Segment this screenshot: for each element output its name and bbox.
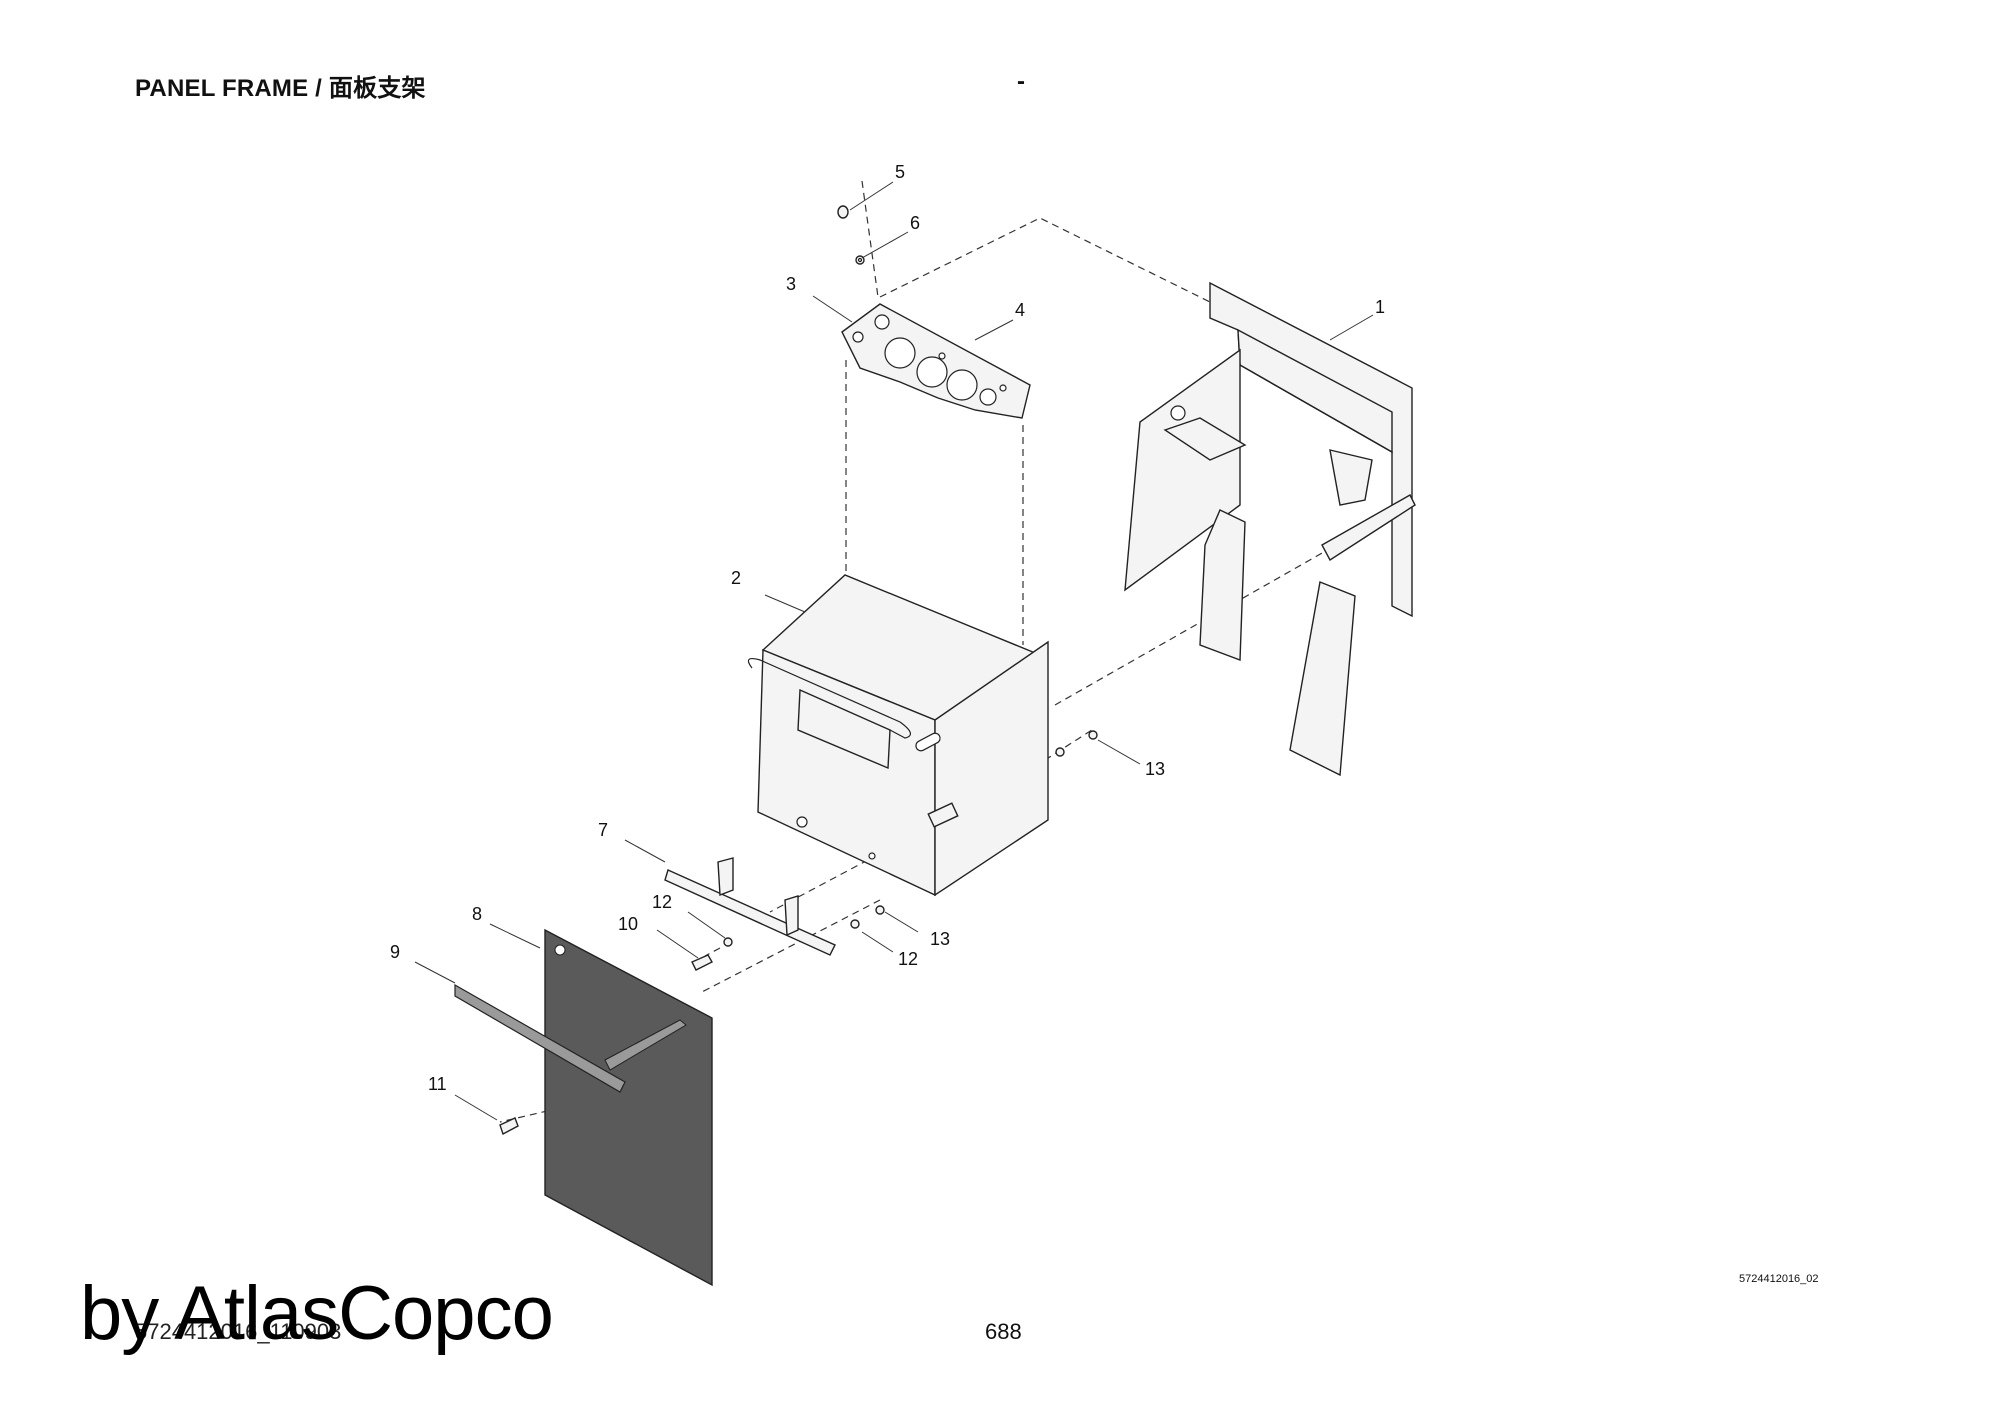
callout-4: 4 bbox=[1015, 300, 1025, 320]
callout-6: 6 bbox=[910, 213, 920, 233]
part-3-gauge-plate bbox=[841, 303, 1031, 419]
page-number: 688 bbox=[985, 1319, 1022, 1344]
callout-13-a: 13 bbox=[1145, 759, 1165, 779]
drawing-code: 5724412016_02 bbox=[1739, 1273, 1819, 1285]
callout-12-a: 12 bbox=[652, 892, 672, 912]
part-5-screw bbox=[837, 205, 849, 219]
page-title: PANEL FRAME / 面板支架 bbox=[135, 75, 426, 102]
header-dash: - bbox=[1017, 68, 1025, 95]
callout-5: 5 bbox=[895, 162, 905, 182]
callout-3: 3 bbox=[786, 274, 796, 294]
callout-1: 1 bbox=[1375, 297, 1385, 317]
callout-12-b: 12 bbox=[898, 949, 918, 969]
document-number: 5724412016_110903 bbox=[135, 1319, 342, 1344]
callout-2: 2 bbox=[731, 568, 741, 588]
part-1-rear-frame bbox=[1124, 281, 1416, 777]
hardware-fasteners bbox=[499, 730, 1098, 1136]
part-2-panel-box bbox=[747, 574, 1049, 897]
assembly-dashed-lines bbox=[499, 180, 1346, 1123]
part-8-cover bbox=[544, 928, 713, 1287]
callout-10: 10 bbox=[618, 914, 638, 934]
part-9-strip bbox=[454, 983, 687, 1093]
callout-13-b: 13 bbox=[930, 929, 950, 949]
watermark: by AtlasCopco bbox=[80, 1271, 554, 1356]
callout-labels: 1 2 3 4 5 6 7 8 9 10 11 12 12 13 13 bbox=[390, 162, 1385, 1094]
callout-11: 11 bbox=[428, 1074, 447, 1094]
leader-lines bbox=[414, 181, 1374, 1121]
callout-9: 9 bbox=[390, 942, 400, 962]
callout-8: 8 bbox=[472, 904, 482, 924]
callout-7: 7 bbox=[598, 820, 608, 840]
part-7-bracket bbox=[664, 857, 836, 956]
